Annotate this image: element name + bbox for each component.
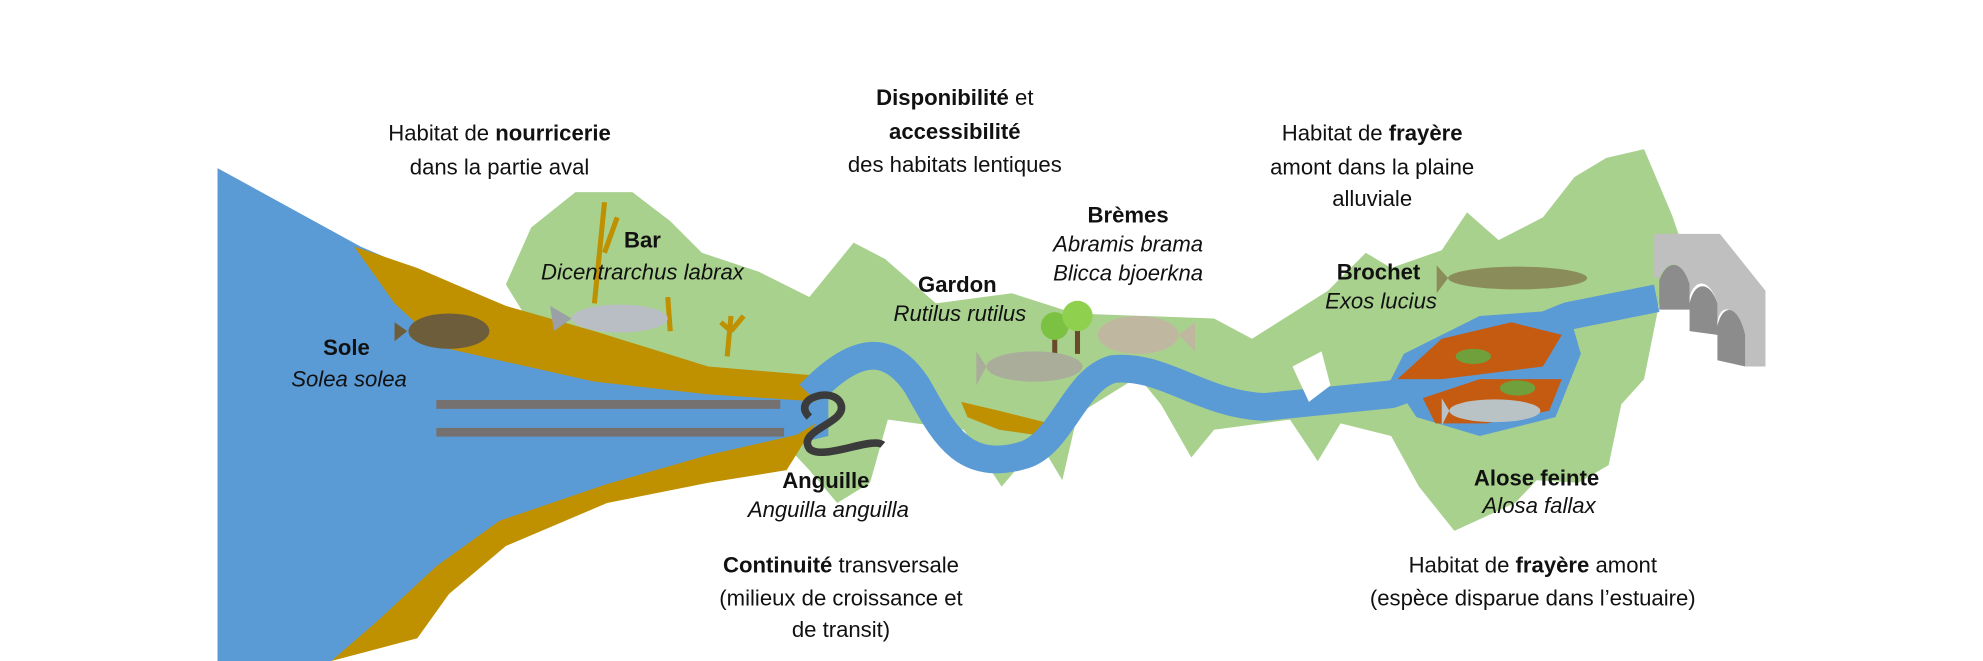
- bridge-icon: [1654, 233, 1766, 367]
- estuary-water: [217, 168, 829, 661]
- brochet-name: Brochet: [1337, 259, 1421, 284]
- alose-fish-icon: [1441, 398, 1541, 426]
- bar-name: Bar: [624, 228, 661, 253]
- gardon-fish-icon: [976, 351, 1083, 386]
- alose-name: Alose feinte: [1474, 465, 1599, 490]
- lower-bank: [331, 423, 816, 661]
- sole-latin: Solea solea: [291, 367, 407, 392]
- lentic-label-2: accessibilité: [889, 119, 1021, 144]
- continuity-label-3: de transit): [792, 617, 890, 642]
- bremes-latin-2: Blicca bjoerkna: [1053, 261, 1203, 286]
- spawning-vegetation-1: [1455, 348, 1492, 364]
- continuity-label: Continuité transversale: [723, 553, 959, 578]
- tree-icon: [1040, 300, 1093, 357]
- brochet-fish-icon: [1436, 265, 1588, 294]
- breme-fish-icon: [1097, 315, 1196, 354]
- upstream-label: Habitat de frayère amont: [1409, 553, 1657, 578]
- reed-1: [591, 201, 746, 357]
- gardon-name: Gardon: [918, 272, 997, 297]
- sole-name: Sole: [323, 335, 370, 360]
- spawning-vegetation-2: [1499, 380, 1536, 396]
- anguille-name: Anguille: [782, 468, 869, 493]
- gardon-latin: Rutilus rutilus: [894, 301, 1027, 326]
- lentic-label-3: des habitats lentiques: [848, 152, 1062, 177]
- nursery-label: Habitat de nourricerie: [388, 120, 611, 145]
- bar-fish-icon: [550, 304, 668, 333]
- floodplain-label: Habitat de frayère: [1282, 120, 1463, 145]
- island: [1292, 351, 1331, 402]
- continuity-label-2: (milieux de croissance et: [719, 585, 962, 610]
- anguille-fish-icon: [801, 391, 886, 457]
- bremes-name: Brèmes: [1088, 202, 1169, 227]
- nursery-label-2: dans la partie aval: [410, 154, 590, 179]
- anguille-latin: Anguilla anguilla: [746, 497, 909, 522]
- river-bank-patch: [961, 401, 1050, 437]
- sole-fish-icon: [394, 313, 490, 349]
- floodplain-label-2: amont dans la plaine: [1270, 154, 1474, 179]
- bar-latin: Dicentrarchus labrax: [541, 259, 745, 284]
- alose-latin: Alosa fallax: [1481, 493, 1597, 518]
- lentic-label: Disponibilité et: [876, 85, 1033, 110]
- floodplain-label-3: alluviale: [1332, 186, 1412, 211]
- bremes-latin-1: Abramis brama: [1051, 232, 1203, 257]
- brochet-latin: Exos lucius: [1325, 288, 1437, 313]
- upstream-label-2: (espèce disparue dans l’estuaire): [1370, 585, 1696, 610]
